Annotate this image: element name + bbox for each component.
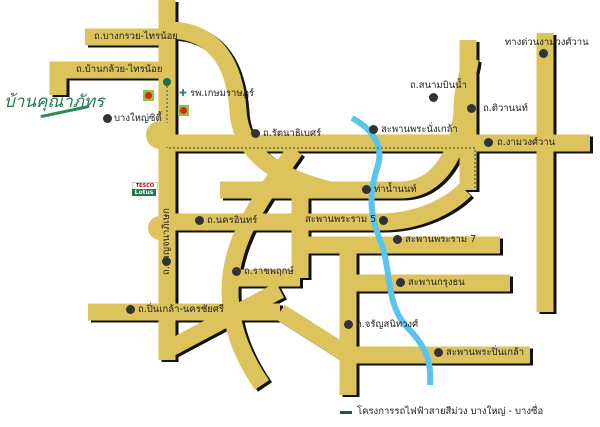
marker [344,320,353,329]
big-c-icon [143,90,154,101]
lotus-logo: Lotus [132,189,156,196]
marker [467,104,476,113]
road-label: ถ.บ้านกล้วย-ไทรน้อย [76,64,163,75]
road [169,23,336,201]
marker [539,49,548,58]
purple-line-legend-swatch [340,411,352,414]
marker [429,93,438,102]
big-c-icon [178,105,189,116]
bridge-label: สะพานพระปิ่นเกล้า [446,347,525,358]
marker [162,257,171,266]
marker [362,185,371,194]
road-label: ถ.นครอินทร์ [207,215,258,226]
road [221,145,302,390]
marker [195,216,204,225]
bridge-label: สะพานกรุงธน [408,277,465,288]
bridge-label: สะพานพระราม 7 [405,234,477,245]
logo: บ้านคุณาภัทร [4,92,105,112]
marker [396,278,405,287]
road-label: ถ.งามวงศ์วาน [497,137,556,148]
road-label: ถ.ปิ่นเกล้า-นครชัยศรี [138,304,224,315]
station-icon [163,78,171,86]
road-label: ถ.จรัญสนิทวงศ์ [356,319,419,330]
hospital-label: ✚ รพ.เกษมราษฎร์ [179,88,255,99]
road-label: ถ.ติวานนท์ [483,103,528,114]
marker [126,305,135,314]
marker [232,267,241,276]
marker [251,129,260,138]
road-label: ถ.ราชพฤกษ์ [244,266,294,277]
marker [393,235,402,244]
marker [369,125,378,134]
road-label: ถ.บางกรวย-ไทรน้อย [94,31,178,42]
road [163,282,284,358]
purple-line-route [166,82,476,190]
marker [103,114,112,123]
road-label: ถ.สนามบินน้ำ [410,80,468,91]
road-label: ทางด่วนงามวงศ์วาน [505,37,589,48]
hospital-icon: ✚ [179,88,187,99]
place-label: ท่าน้ำนนท์ [374,184,417,195]
marker [379,216,388,225]
marker [484,138,493,147]
river [350,115,434,386]
bridge-label: สะพานพระนั่งเกล้า [381,124,458,135]
marker [434,348,443,357]
place-label: บางใหญ่ซิตี้ [114,113,162,124]
legend-label: โครงการรถไฟฟ้าสายสีม่วง บางใหญ่ - บางซื่… [357,406,544,417]
road-label: ถ.รัตนาธิเบศร์ [263,128,322,139]
bridge-label: สะพานพระราม 5 [305,214,377,225]
